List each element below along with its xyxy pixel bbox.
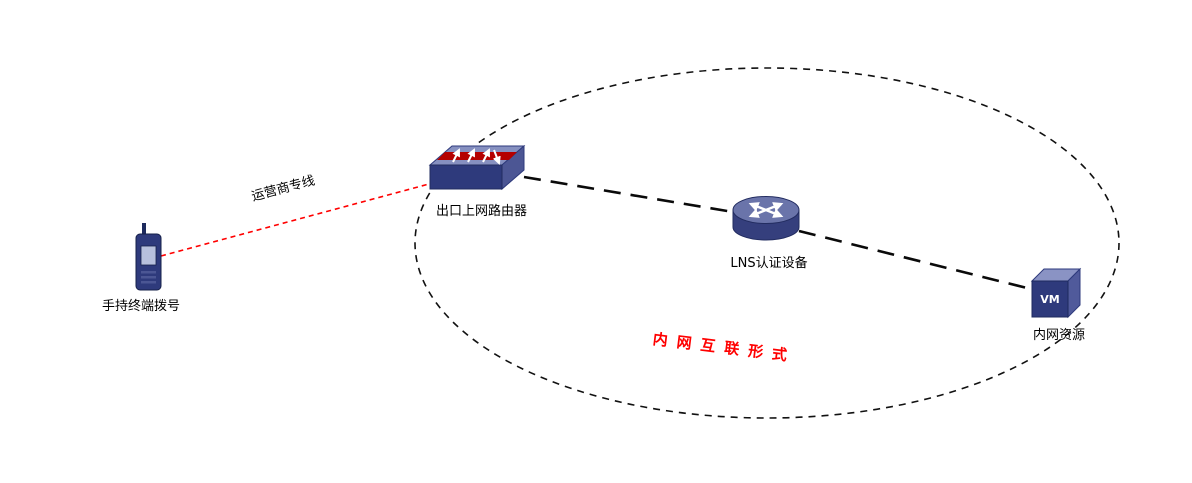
carrier-line-link xyxy=(160,183,430,257)
phone-screen xyxy=(140,245,157,266)
lns-label: LNS认证设备 xyxy=(730,256,808,271)
vm-label: 内网资源 xyxy=(1032,328,1085,343)
router-down-arrow xyxy=(492,149,501,165)
router-front-face xyxy=(429,164,503,190)
lns-router-icon xyxy=(732,196,800,241)
vm-front-face xyxy=(1031,280,1069,318)
router-up-arrow xyxy=(467,148,475,163)
router-label: 出口上网路由器 xyxy=(436,204,528,219)
vm-server-icon: VM xyxy=(1030,267,1082,319)
edge-router-icon xyxy=(428,144,526,191)
phone-keypad-row xyxy=(141,271,156,274)
vm-badge: VM xyxy=(1040,293,1059,306)
router-red-stripe xyxy=(437,152,517,160)
phone-antenna xyxy=(142,223,146,236)
phone-keypad-row xyxy=(141,276,156,279)
phone-keypad-row xyxy=(141,281,156,284)
router-lns-link xyxy=(523,175,734,214)
mobile-phone-icon xyxy=(135,223,162,291)
lns-vm-link xyxy=(798,229,1032,291)
lns-cross-arrow xyxy=(748,202,784,218)
phone-label: 手持终端拨号 xyxy=(101,299,180,314)
router-up-arrow xyxy=(452,148,460,163)
intranet-boundary-ellipse xyxy=(414,67,1120,419)
router-up-arrow xyxy=(482,148,490,163)
